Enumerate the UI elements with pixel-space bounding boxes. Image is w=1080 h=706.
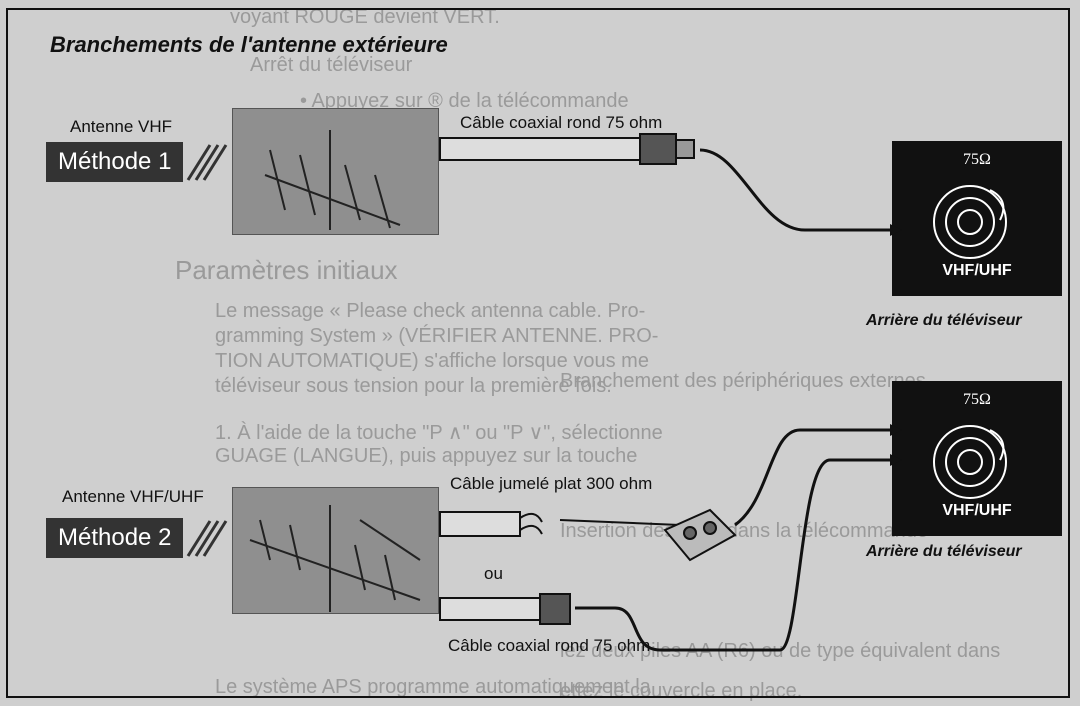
- tv-back-panel-2: 75Ω VHF/UHF: [892, 381, 1062, 536]
- tv-back-caption-2: Arrière du téléviseur: [866, 543, 1022, 560]
- arrow-to-tv-2b: [575, 458, 890, 652]
- diagram-frame: [6, 8, 1070, 698]
- bleed-line: gramming System » (VÉRIFIER ANTENNE. PRO…: [215, 325, 659, 347]
- bleed-line: téléviseur sous tension pour la première…: [215, 375, 612, 397]
- method1-label: Méthode 1: [46, 142, 184, 182]
- tv-back-caption-1: Arrière du téléviseur: [866, 312, 1022, 329]
- bleed-line: Le système APS programme automatiquement…: [215, 676, 651, 698]
- antenna-vhf-label: Antenne VHF: [70, 117, 173, 136]
- coax-cable-label-2: Câble coaxial rond 75 ohm: [448, 636, 651, 655]
- band-label: VHF/UHF: [942, 262, 1012, 279]
- bleed-line: Branchement des périphériques externes: [560, 370, 926, 392]
- bleed-line: TION AUTOMATIQUE) s'affiche lorsque vous…: [215, 350, 649, 372]
- impedance-label: 75Ω: [963, 151, 991, 168]
- bleed-line: Arrêt du téléviseur: [250, 54, 413, 76]
- method2-label: Méthode 2: [46, 518, 184, 558]
- bleed-line: • Appuyez sur ® de la télécommande: [300, 90, 629, 112]
- arrow-to-tv-2a: [734, 428, 890, 527]
- band-label: VHF/UHF: [942, 502, 1012, 519]
- matching-transformer: [663, 508, 737, 562]
- bleed-line: Paramètres initiaux: [175, 255, 398, 285]
- bleed-line: 1. À l'aide de la touche "P ∧" ou "P ∨",…: [215, 422, 663, 444]
- or-label: ou: [484, 564, 503, 583]
- tv-back-panel-1: 75Ω VHF/UHF: [892, 141, 1062, 296]
- antenna-vhf-uhf-label: Antenne VHF/UHF: [62, 487, 204, 506]
- vhf-antenna-drawing: [264, 130, 401, 230]
- bleed-line: voyant ROUGE devient VERT.: [230, 6, 500, 28]
- method1-stripes: [186, 144, 228, 181]
- bleed-line: GUAGE (LANGUE), puis appuyez sur la touc…: [215, 445, 638, 467]
- flat-twin-lead-cable: [439, 511, 681, 537]
- vhf-uhf-antenna-drawing: [249, 505, 421, 612]
- page-title: Branchements de l'antenne extérieure: [50, 32, 448, 57]
- flat-cable-label: Câble jumelé plat 300 ohm: [450, 474, 653, 493]
- method2-stripes: [186, 520, 228, 557]
- arrow-to-tv-1: [699, 148, 890, 232]
- bleed-line: Insertion des piles dans la télécommande: [560, 520, 928, 542]
- antenna-socket-2: [933, 425, 1007, 499]
- bleed-line: Le message « Please check antenna cable.…: [215, 300, 646, 322]
- antenna-socket-1: [933, 185, 1007, 259]
- coax-cable-2: [439, 593, 571, 625]
- impedance-label: 75Ω: [963, 391, 991, 408]
- coax-cable-1: [439, 133, 695, 165]
- coax-cable-label-1: Câble coaxial rond 75 ohm: [460, 113, 663, 132]
- antenna-photo-1: [232, 108, 439, 235]
